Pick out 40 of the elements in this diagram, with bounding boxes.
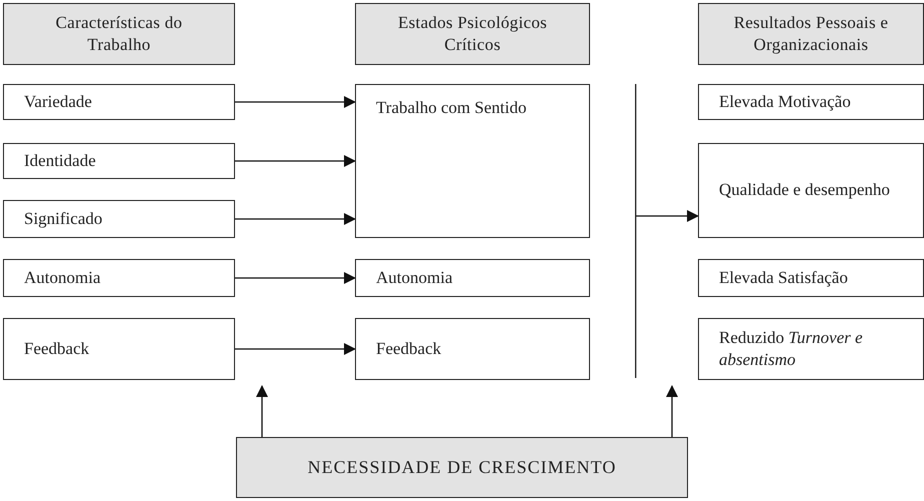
node-label: Significado bbox=[24, 208, 104, 230]
text-box bbox=[3, 318, 235, 380]
node-label: Identidade bbox=[24, 150, 97, 172]
text-box bbox=[698, 84, 924, 120]
node-label: Resultados Pessoais e Organizacionais bbox=[732, 12, 890, 56]
node-label: Variedade bbox=[24, 90, 93, 113]
column-header-box bbox=[355, 3, 590, 65]
arrow bbox=[235, 155, 356, 167]
arrow bbox=[636, 210, 699, 222]
arrow bbox=[235, 213, 356, 225]
text-box bbox=[3, 143, 235, 179]
arrow bbox=[235, 96, 356, 108]
text-box bbox=[3, 84, 235, 120]
arrow bbox=[666, 385, 678, 437]
node-label: Estados Psicológicos Críticos bbox=[396, 12, 548, 56]
column-header-box bbox=[698, 3, 924, 65]
text-box bbox=[698, 318, 924, 380]
node-label: Qualidade e desempenho bbox=[719, 179, 891, 202]
node-label: Feedback bbox=[24, 338, 90, 360]
node-label: NECESSIDADE DE CRESCIMENTO bbox=[308, 456, 616, 479]
arrow bbox=[235, 343, 356, 355]
node-label: Autonomia bbox=[24, 266, 102, 289]
text-box bbox=[698, 259, 924, 297]
text-box bbox=[355, 318, 590, 380]
node-label: Autonomia bbox=[376, 266, 454, 289]
moderator-box bbox=[236, 437, 688, 498]
text-box bbox=[355, 84, 590, 238]
text-box bbox=[355, 259, 590, 297]
text-box bbox=[698, 143, 924, 238]
node-label: Feedback bbox=[376, 338, 442, 360]
node-label: Elevada Satisfação bbox=[719, 266, 849, 289]
arrow bbox=[235, 272, 356, 284]
node-label: Elevada Motivação bbox=[719, 90, 852, 113]
node-label: Características do Trabalho bbox=[54, 12, 184, 56]
column-header-box bbox=[3, 3, 235, 65]
arrow bbox=[256, 385, 268, 437]
node-label: Reduzido Turnover e absentismo bbox=[719, 326, 864, 371]
text-box bbox=[3, 200, 235, 238]
node-label: Trabalho com Sentido bbox=[376, 97, 528, 119]
text-box bbox=[3, 259, 235, 297]
